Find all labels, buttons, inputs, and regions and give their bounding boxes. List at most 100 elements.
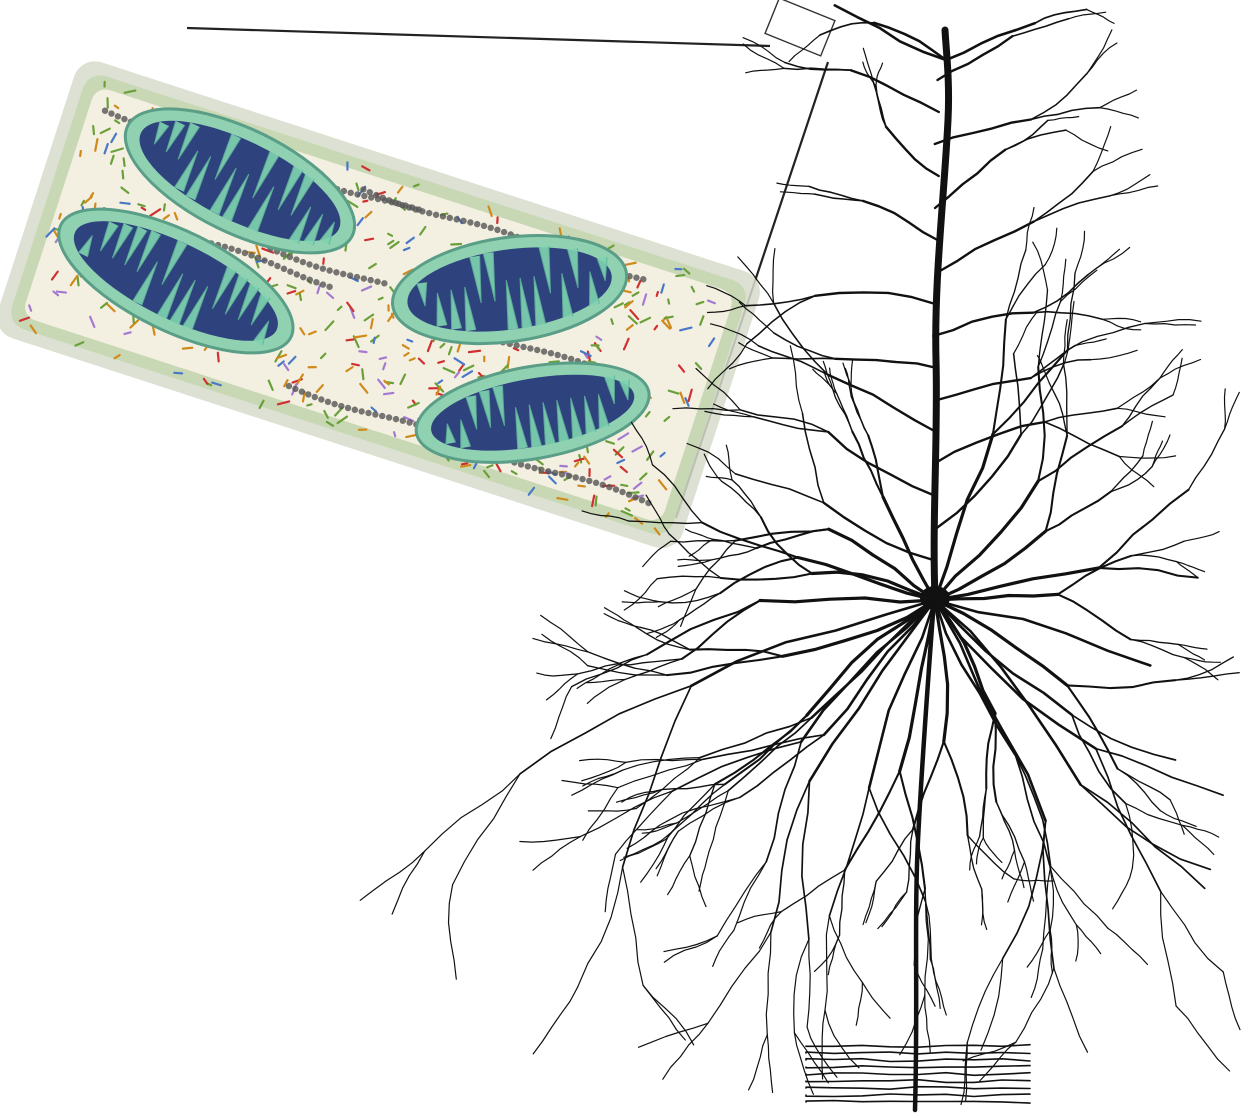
dendrite	[1110, 186, 1157, 196]
dendrite	[743, 38, 785, 63]
dendrite	[1038, 426, 1122, 481]
dendrite	[1046, 492, 1111, 532]
dendrite	[863, 201, 938, 240]
dendrite	[643, 985, 685, 1040]
dendrite	[1058, 556, 1131, 595]
dendrite	[657, 576, 721, 579]
dendrite	[1161, 892, 1224, 973]
dendrite	[803, 413, 824, 502]
dendrite	[453, 774, 520, 885]
dendrite	[1033, 275, 1088, 313]
dendrite	[663, 1023, 708, 1079]
dendrite	[1015, 755, 1049, 865]
molecule	[59, 214, 61, 219]
dendrite	[946, 23, 1035, 60]
dendrite	[740, 410, 828, 432]
dendrite	[1088, 249, 1119, 274]
fiber	[806, 1080, 1030, 1083]
dendrite	[623, 686, 692, 867]
dendrite	[360, 851, 424, 900]
dendrite	[837, 393, 853, 431]
dendrite	[449, 885, 457, 980]
dendrite	[777, 183, 809, 186]
fiber	[806, 1073, 1030, 1076]
dendrite	[876, 829, 913, 881]
dendrite	[1005, 130, 1066, 150]
dendrite	[726, 445, 732, 480]
dendrite	[637, 628, 690, 650]
dendrite	[1014, 879, 1053, 881]
dendrite	[1099, 568, 1198, 578]
dendrite	[623, 867, 644, 985]
dendrite	[1119, 457, 1154, 487]
dendrite	[1131, 555, 1177, 562]
dendrite	[1119, 456, 1175, 458]
dendrite	[1006, 250, 1026, 319]
dendrite	[1026, 208, 1034, 251]
dendrite	[1050, 865, 1054, 930]
zoom-line-top	[187, 28, 770, 46]
dendrite	[1102, 319, 1140, 330]
dendrite	[686, 529, 714, 539]
dendrite	[547, 674, 578, 700]
apical-dendrite	[934, 30, 948, 598]
fiber	[806, 1101, 1030, 1104]
dendrite	[1067, 680, 1175, 688]
dendrite	[829, 788, 869, 916]
dendrite	[913, 742, 944, 830]
dendrite	[900, 995, 925, 1054]
dendrite	[907, 829, 913, 892]
dendrite	[835, 359, 937, 368]
dendrite	[699, 852, 709, 892]
dendrite	[580, 759, 626, 762]
dendrite	[863, 881, 876, 924]
dendrite	[1006, 265, 1045, 320]
dendrite	[1075, 339, 1106, 346]
dendrite	[1087, 30, 1112, 73]
dendrite	[1122, 378, 1160, 426]
dendrite	[713, 930, 734, 966]
dendrite	[937, 435, 1021, 528]
dendrite	[1143, 421, 1153, 456]
dendrite	[1003, 821, 1046, 959]
dendrite	[766, 742, 801, 862]
dendrite	[640, 627, 690, 649]
dendrite	[930, 959, 940, 1008]
dendrite	[983, 789, 986, 838]
dendrite	[588, 666, 667, 675]
dendrite	[1131, 639, 1179, 644]
dendrite	[824, 503, 933, 560]
dendrite	[982, 889, 987, 929]
dendrite	[1016, 968, 1054, 1042]
dendrite	[562, 781, 618, 788]
dendrite	[1223, 972, 1240, 1030]
dendrite	[1045, 408, 1118, 422]
dendrite	[856, 983, 862, 1026]
dendrite	[794, 939, 809, 1032]
dendrite	[587, 680, 625, 704]
axon	[915, 600, 934, 1110]
dendrite	[1126, 803, 1134, 868]
pyramidal-neuron	[360, 5, 1240, 1110]
dendrite	[746, 68, 784, 72]
dendrite	[862, 983, 890, 1019]
dendrite	[1117, 408, 1165, 417]
dendrite	[1014, 311, 1038, 354]
dendrite	[773, 249, 775, 304]
dendrite	[740, 735, 824, 798]
dendrite	[618, 759, 703, 787]
dendrite	[1131, 541, 1184, 556]
dendrite	[732, 480, 761, 517]
dendrite	[637, 823, 676, 830]
dendrite	[1058, 594, 1131, 639]
dendrite	[1184, 532, 1219, 542]
dendritic-branches	[360, 5, 1240, 1104]
dendrite	[1225, 392, 1240, 429]
dendrite	[720, 558, 798, 594]
dendrite	[664, 936, 717, 952]
dendrite	[938, 222, 1034, 272]
dendrite	[689, 539, 713, 556]
dendrite	[993, 319, 1006, 434]
dendrite	[1048, 117, 1079, 121]
